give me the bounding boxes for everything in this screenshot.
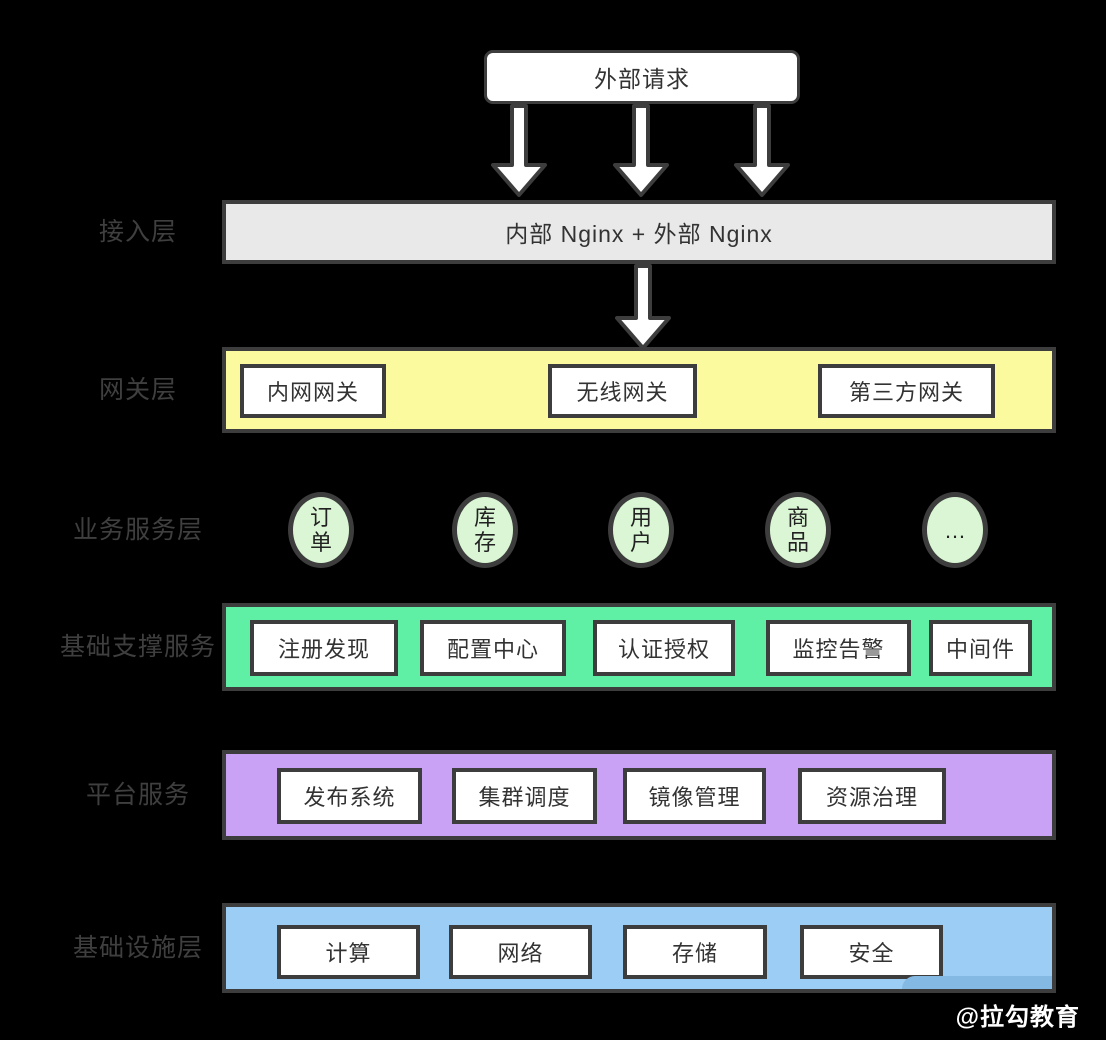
business-service-name: 商品 <box>786 505 809 555</box>
business-service-circle: 订单 <box>288 492 354 568</box>
corner-shadow <box>902 976 1052 989</box>
business-service-circle: 库存 <box>452 492 518 568</box>
external-request-label: 外部请求 <box>594 66 690 92</box>
external-request-box: 外部请求 <box>484 50 800 104</box>
support-item: 认证授权 <box>593 620 735 676</box>
business-service-circle: … <box>922 492 988 568</box>
business-service-name: 订单 <box>309 505 332 555</box>
infra-layer-label: 基础设施层 <box>72 934 203 962</box>
down-arrow-icon <box>734 104 790 197</box>
platform-layer-bar: 发布系统 集群调度 镜像管理 资源治理 <box>222 750 1056 840</box>
support-item: 监控告警 <box>766 620 911 676</box>
watermark: @拉勾教育 <box>955 1004 1080 1031</box>
support-item: 配置中心 <box>420 620 566 676</box>
infra-item: 网络 <box>449 925 592 979</box>
access-layer-bar: 内部 Nginx + 外部 Nginx <box>222 200 1056 264</box>
business-service-name: 库存 <box>473 505 496 555</box>
gateway-layer-label: 网关层 <box>98 376 177 404</box>
platform-layer-label: 平台服务 <box>85 781 190 809</box>
business-layer-label: 业务服务层 <box>72 516 203 544</box>
access-layer-label: 接入层 <box>98 218 177 246</box>
support-item: 中间件 <box>929 620 1032 676</box>
down-arrow-icon <box>491 104 547 197</box>
platform-item: 发布系统 <box>277 768 422 824</box>
business-service-name: 用户 <box>629 505 652 555</box>
platform-item: 集群调度 <box>452 768 597 824</box>
infra-item: 安全 <box>800 925 943 979</box>
support-item: 注册发现 <box>250 620 398 676</box>
infra-item: 存储 <box>623 925 767 979</box>
gateway-item: 无线网关 <box>548 364 697 418</box>
infra-item: 计算 <box>277 925 420 979</box>
support-layer-label: 基础支撑服务 <box>59 633 216 661</box>
business-service-circle: 用户 <box>608 492 674 568</box>
gateway-item: 内网网关 <box>240 364 386 418</box>
access-layer-bar-text: 内部 Nginx + 外部 Nginx <box>505 221 773 247</box>
business-service-name: … <box>944 517 966 543</box>
down-arrow-icon <box>613 104 669 197</box>
business-service-circle: 商品 <box>765 492 831 568</box>
gateway-layer-bar: 内网网关 无线网关 第三方网关 <box>222 347 1056 433</box>
platform-item: 资源治理 <box>798 768 946 824</box>
infra-layer-bar: 计算 网络 存储 安全 <box>222 903 1056 993</box>
support-layer-bar: 注册发现 配置中心 认证授权 监控告警 中间件 <box>222 603 1056 691</box>
platform-item: 镜像管理 <box>623 768 766 824</box>
down-arrow-icon <box>615 264 671 350</box>
gateway-item: 第三方网关 <box>818 364 995 418</box>
